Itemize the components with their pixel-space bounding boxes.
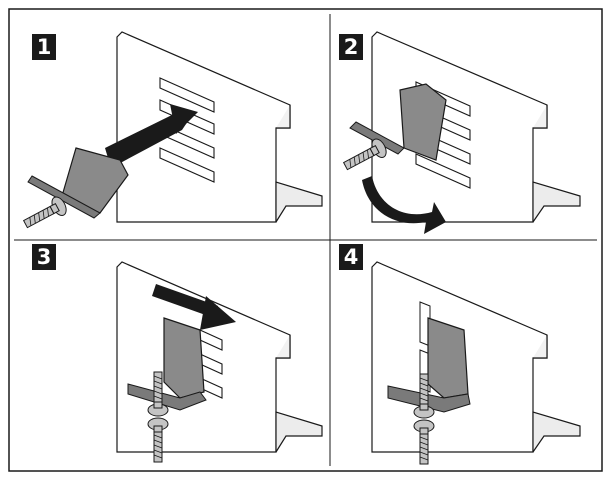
mounting-clip: [61, 147, 129, 214]
step-number-4: 4: [339, 244, 363, 270]
step-number-2: 2: [339, 34, 363, 60]
slide-arrow: [200, 296, 236, 330]
panel-1-illustration: [20, 31, 323, 234]
step-number-3: 3: [32, 244, 56, 270]
panel-3-illustration: [116, 261, 323, 463]
panel-2-illustration: [340, 31, 581, 234]
step-number-1: 1: [32, 34, 56, 60]
rotate-arrow: [362, 176, 446, 234]
insert-arrow: [105, 112, 186, 168]
panel-4-illustration: [371, 261, 581, 465]
